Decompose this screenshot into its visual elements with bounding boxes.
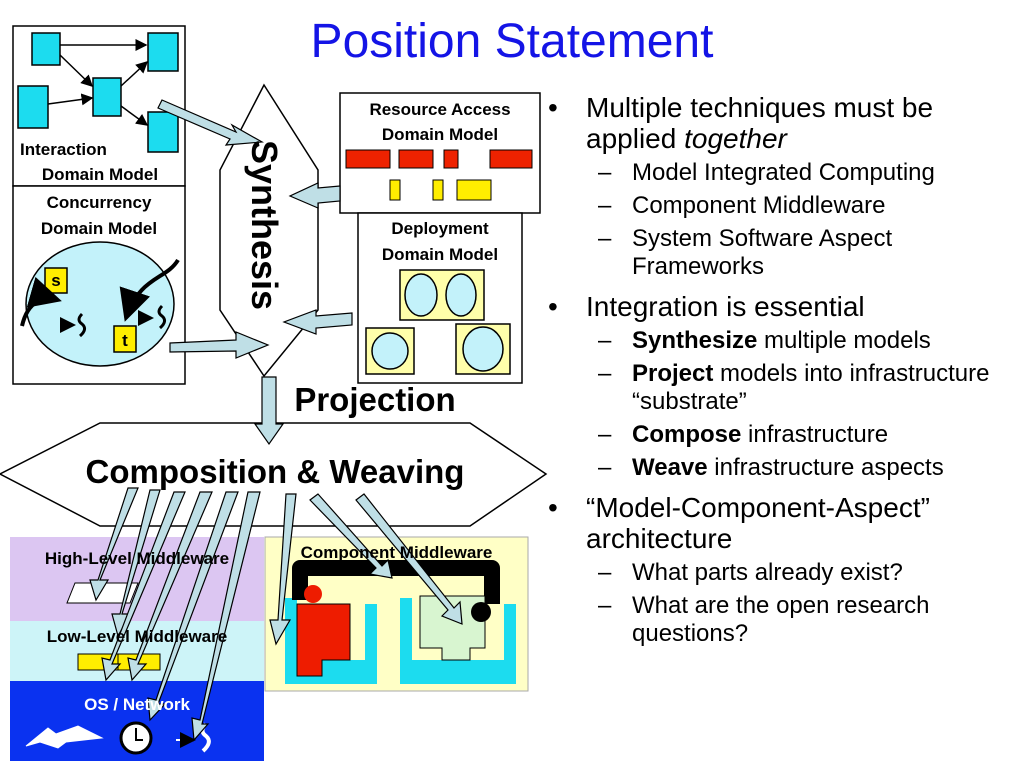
sub-bullet-item: –What are the open research questions? [548, 592, 1018, 648]
bullet-text: Integration is essential [586, 291, 865, 322]
thread-curve-left [20, 276, 62, 327]
sub-bullet-text: multiple models [757, 327, 931, 354]
flow-arrows [89, 99, 463, 742]
thread-icons [60, 304, 167, 338]
interaction-label-2: Domain Model [41, 165, 159, 184]
sub-bullet-marker: – [598, 592, 612, 619]
projection-label: Projection [294, 381, 456, 418]
token-t-box [113, 325, 137, 353]
token-s-label: s [51, 271, 61, 290]
bullet-group-1: • Multiple techniques must be applied to… [548, 92, 1018, 281]
resource-blocks [345, 149, 533, 201]
bullet-text-italic: together [684, 123, 787, 154]
sub-bullet-marker: – [598, 454, 612, 481]
resource-label-2: Domain Model [381, 125, 499, 144]
sub-bullet-text: infrastructure [741, 421, 889, 448]
deployment-label-1: Deployment [391, 219, 489, 238]
sub-bullet-text: Model Integrated Computing [632, 159, 935, 186]
interaction-graph [17, 32, 179, 153]
thread-curve-right [119, 258, 180, 322]
component-bus [292, 560, 500, 604]
sub-bullet-bold: Synthesize [632, 327, 758, 354]
high-level-shape [66, 582, 139, 604]
sub-bullet-text: models into infrastructure “substrate” [632, 360, 990, 415]
concurrency-label-2: Domain Model [40, 219, 158, 238]
bullet-text: Multiple techniques must be applied [586, 92, 934, 154]
sub-bullet-text: infrastructure aspects [707, 454, 944, 481]
bullet-marker: • [548, 92, 558, 123]
bullet-item: • Multiple techniques must be applied to… [548, 92, 1018, 154]
sub-bullet-item: –Compose infrastructure [548, 421, 1018, 449]
sub-bullet-bold: Project [632, 360, 714, 387]
bullet-marker: • [548, 291, 558, 322]
sub-bullet-item: –Model Integrated Computing [548, 159, 1018, 187]
os-network-label: OS / Network [84, 695, 190, 714]
synthesis-label: Synthesis [244, 140, 285, 311]
sub-bullet-text: Component Middleware [632, 192, 886, 219]
bullet-group-3: • “Model-Component-Aspect” architecture … [548, 492, 1018, 648]
sub-bullet-marker: – [598, 159, 612, 186]
sub-bullet-marker: – [598, 225, 612, 252]
interaction-arrows [47, 39, 149, 126]
red-component [296, 603, 351, 677]
bullet-group-2: • Integration is essential –Synthesize m… [548, 291, 1018, 482]
sub-bullet-text: What are the open research questions? [632, 592, 930, 647]
slide-title: Position Statement [310, 15, 714, 68]
sub-bullet-item: –System Software Aspect Frameworks [548, 225, 1018, 281]
high-level-label: High-Level Middleware [44, 549, 230, 568]
synthesis-hexagon [219, 83, 319, 378]
bullet-item: • “Model-Component-Aspect” architecture [548, 492, 1018, 554]
sub-bullet-marker: – [598, 327, 612, 354]
bullet-item: • Integration is essential [548, 291, 1018, 322]
deployment-nodes [365, 269, 511, 375]
sub-bullet-item: –Synthesize multiple models [548, 327, 1018, 355]
sub-bullet-item: –Project models into infrastructure “sub… [548, 360, 1018, 416]
concurrency-label-1: Concurrency [46, 193, 152, 212]
sub-bullet-bold: Compose [632, 421, 742, 448]
lightning-icon [25, 725, 104, 749]
sub-bullet-item: –Weave infrastructure aspects [548, 454, 1018, 482]
bullet-marker: • [548, 492, 558, 523]
component-middleware-label: Component Middleware [300, 543, 493, 562]
deployment-label-2: Domain Model [381, 245, 499, 264]
composition-hexagon [0, 422, 548, 527]
red-component-knob [304, 585, 322, 603]
sub-bullet-marker: – [598, 421, 612, 448]
sub-bullet-text: System Software Aspect Frameworks [632, 225, 893, 280]
concurrency-circle [25, 241, 175, 367]
sub-bullet-bold: Weave [632, 454, 708, 481]
sub-bullet-marker: – [598, 192, 612, 219]
token-t-label: t [122, 331, 128, 350]
clock-icon [119, 721, 153, 755]
sub-bullet-marker: – [598, 559, 612, 586]
resource-label-1: Resource Access [369, 100, 511, 119]
bullet-text: “Model-Component-Aspect” architecture [586, 492, 930, 554]
composition-label: Composition & Weaving [85, 453, 465, 490]
sub-bullet-marker: – [598, 360, 612, 387]
bullet-list: • Multiple techniques must be applied to… [548, 86, 1018, 658]
low-level-label: Low-Level Middleware [46, 627, 228, 646]
sub-bullet-item: –What parts already exist? [548, 559, 1018, 587]
sub-bullet-item: –Component Middleware [548, 192, 1018, 220]
interaction-label-1: Interaction [20, 140, 107, 159]
black-plug [471, 602, 491, 622]
sub-bullet-text: What parts already exist? [632, 559, 903, 586]
